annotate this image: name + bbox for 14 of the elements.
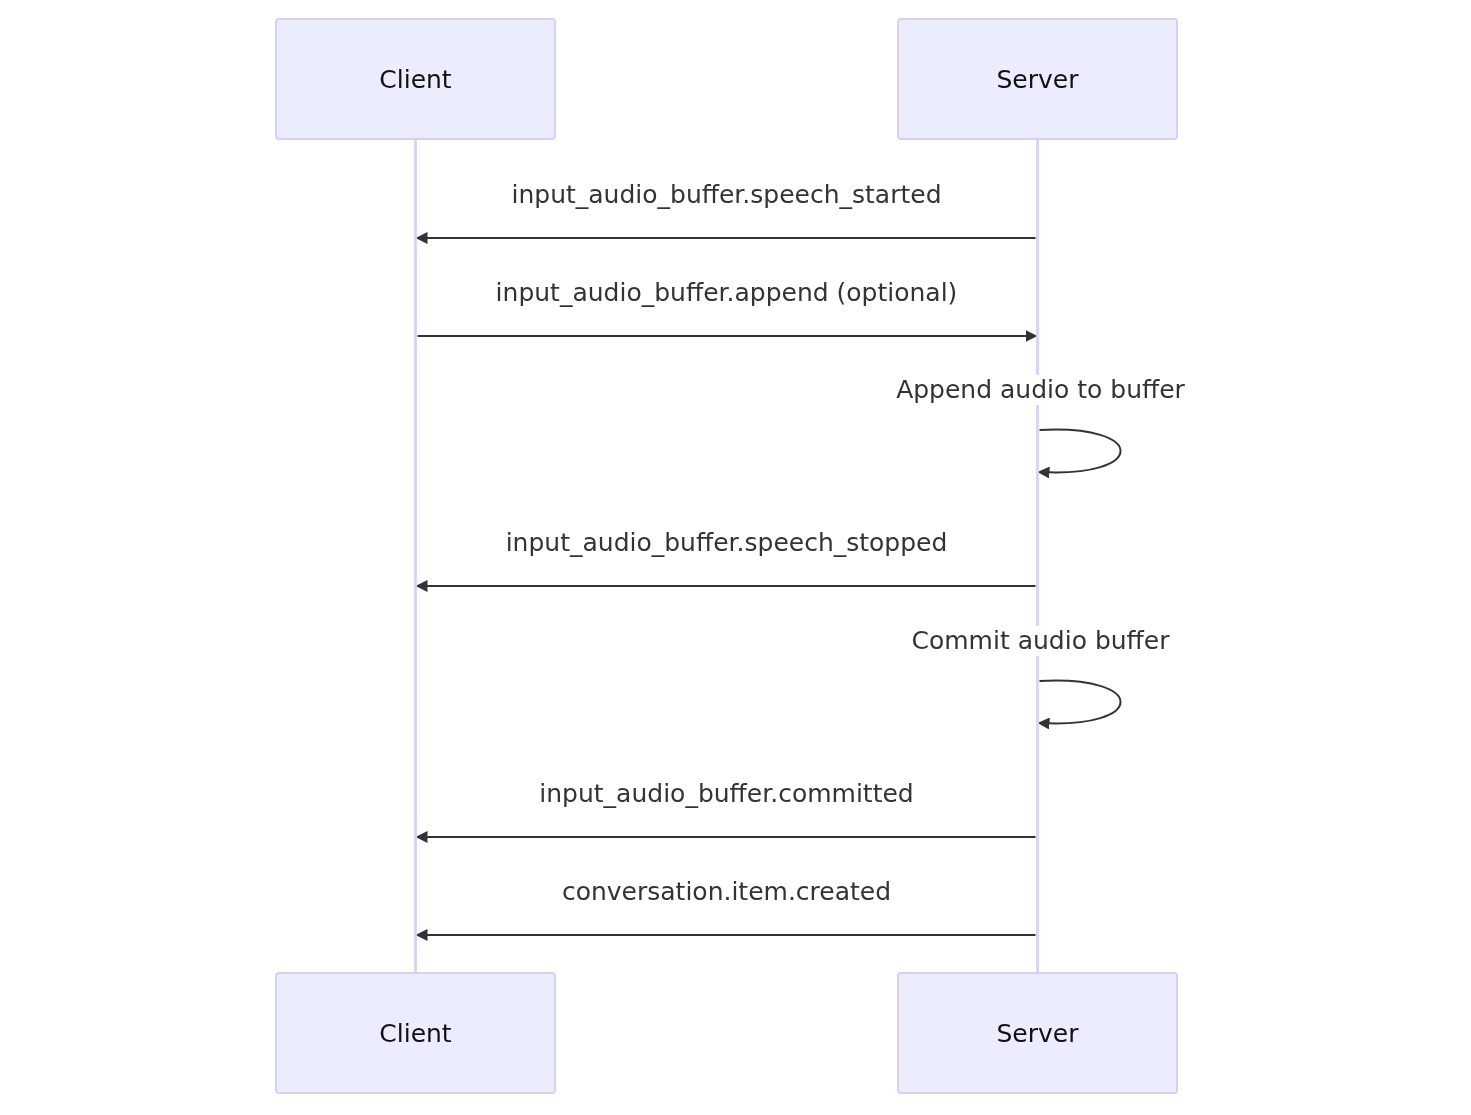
message-arrow <box>415 831 1037 843</box>
message-arrow <box>416 330 1038 342</box>
message-arrow <box>415 232 1037 244</box>
participant-box: Client <box>275 18 556 140</box>
participant-box: Client <box>275 972 556 1094</box>
edge-label: Append audio to buffer <box>894 375 1187 405</box>
participant-box: Server <box>897 972 1178 1094</box>
message-arrow <box>415 580 1037 592</box>
self-message-arrow <box>1037 679 1122 730</box>
edge-label: Commit audio buffer <box>909 626 1172 656</box>
lifeline <box>414 140 417 972</box>
message-arrow <box>415 929 1037 941</box>
self-message-arrow <box>1037 428 1122 479</box>
participant-box: Server <box>897 18 1178 140</box>
